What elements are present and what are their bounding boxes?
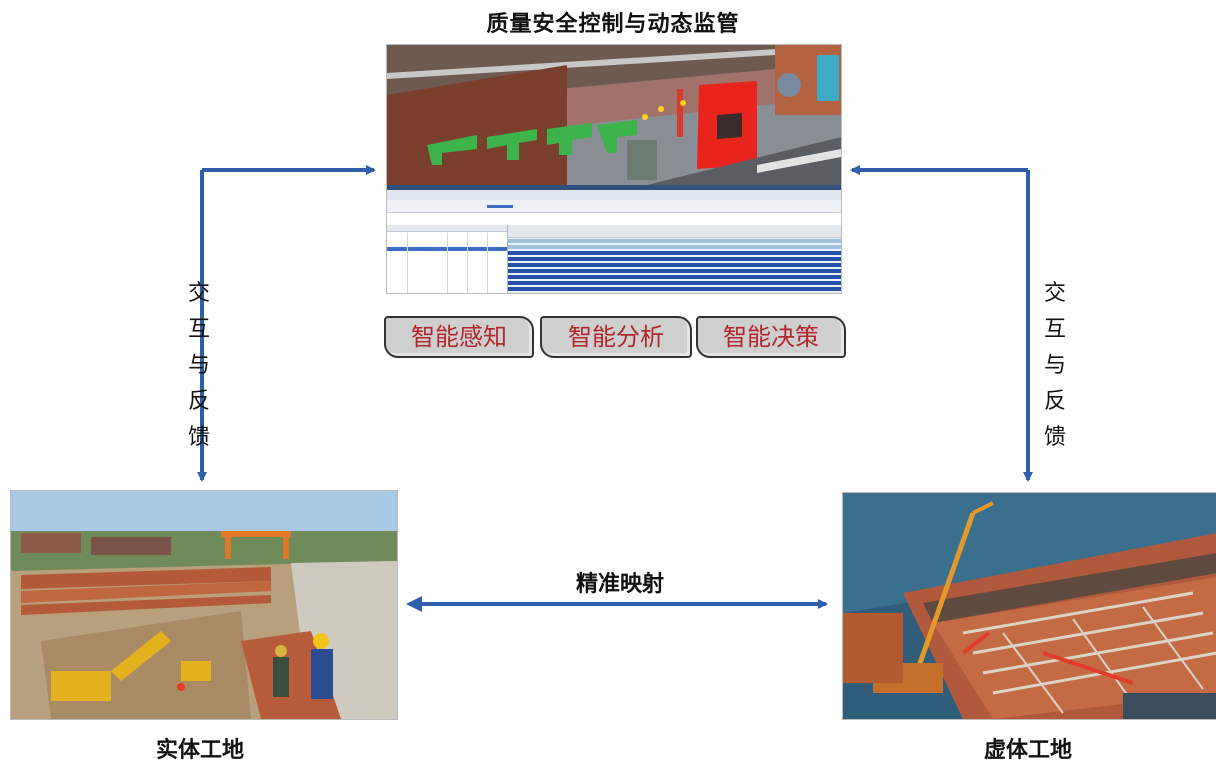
diagram-title: 质量安全控制与动态监管: [486, 12, 740, 37]
mapping-label: 精准映射: [575, 572, 664, 597]
bim-3d-model-image: [387, 45, 841, 185]
real-site-image: [11, 491, 397, 719]
bim-monitor-panel: [386, 44, 842, 294]
right-feedback-label: 交 互 与 反 馈: [1043, 281, 1066, 450]
smart-perception-button[interactable]: 智能感知: [384, 316, 534, 358]
left-feedback-label: 交 互 与 反 馈: [187, 281, 210, 450]
virtual-site-render: [842, 492, 1216, 720]
smart-analysis-button[interactable]: 智能分析: [540, 316, 692, 358]
virtual-site-image: [843, 493, 1216, 719]
real-site-label: 实体工地: [155, 738, 244, 763]
gantt-software-screenshot: [387, 185, 841, 293]
smart-decision-button[interactable]: 智能决策: [696, 316, 846, 358]
real-site-photo: [10, 490, 398, 720]
virtual-site-label: 虚体工地: [983, 738, 1072, 763]
